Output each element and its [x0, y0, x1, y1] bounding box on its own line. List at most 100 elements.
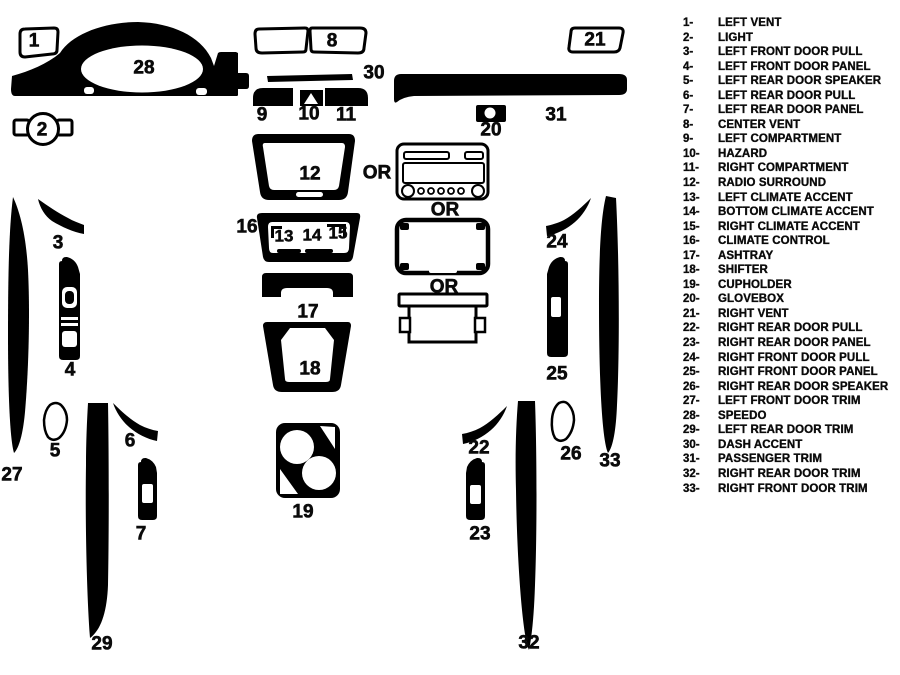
- legend-item-number: 16-: [683, 235, 700, 248]
- legend-item-number: 1-: [683, 17, 694, 29]
- part-label-23: 23: [469, 523, 491, 545]
- part-label-22: 22: [468, 437, 490, 459]
- legend-item: 16-CLIMATE CONTROL: [683, 235, 898, 250]
- legend-item-number: 10-: [683, 147, 700, 160]
- legend-item-number: 2-: [683, 31, 694, 44]
- legend-item-number: 14-: [683, 206, 700, 219]
- legend-item-label: RIGHT FRONT DOOR PANEL: [718, 366, 878, 379]
- legend-item-number: 11-: [683, 162, 699, 175]
- part-12-radio-surround-shape: [252, 134, 355, 200]
- legend-item-label: LEFT COMPARTMENT: [718, 133, 842, 146]
- part-label-27: 27: [1, 464, 23, 486]
- part-label-12: 12: [299, 163, 321, 185]
- legend-item: 33-RIGHT FRONT DOOR TRIM: [683, 482, 898, 498]
- part-2-light-shape: [12, 112, 74, 146]
- legend-item-number: 25-: [683, 366, 700, 379]
- legend-item-number: 28-: [683, 409, 700, 422]
- part-label-6: 6: [124, 430, 136, 452]
- part-label-33: 33: [599, 450, 621, 472]
- legend-item-number: 30-: [683, 438, 700, 451]
- legend-item-label: RIGHT COMPARTMENT: [718, 162, 849, 175]
- part-label-7: 7: [135, 523, 147, 545]
- legend-item-label: RIGHT REAR DOOR TRIM: [718, 467, 861, 480]
- legend-item-number: 26-: [683, 380, 700, 393]
- part-18-shifter-shape: [263, 322, 351, 392]
- part-33-right-front-door-trim-shape: [599, 196, 619, 453]
- legend-item-number: 31-: [683, 453, 700, 466]
- legend-item: 19-CUPHOLDER: [683, 279, 898, 294]
- legend-item-number: 32-: [683, 467, 700, 480]
- legend-item-label: LEFT FRONT DOOR PULL: [718, 46, 863, 59]
- part-31-passenger-trim-shape: [394, 74, 627, 103]
- part-1-left-vent-shape: [18, 26, 60, 59]
- legend-item-label: SPEEDO: [718, 409, 767, 422]
- legend-item: 18-SHIFTER: [683, 264, 898, 279]
- legend-item-label: RIGHT VENT: [718, 307, 789, 320]
- part-label-19: 19: [292, 501, 314, 523]
- legend-item-label: LEFT FRONT DOOR PANEL: [718, 60, 871, 73]
- radio-option-3-shape: [397, 292, 489, 344]
- part-16-climate-control-shape: [256, 213, 361, 262]
- legend-item: 32- RIGHT REAR DOOR TRIM: [683, 468, 898, 483]
- legend-item-label: HAZARD: [718, 147, 768, 160]
- legend-item-label: SHIFTER: [718, 264, 768, 277]
- legend-item-label: CUPHOLDER: [718, 278, 792, 291]
- part-label-1: 1: [28, 30, 40, 52]
- legend-item: 29-LEFT REAR DOOR TRIM: [683, 424, 898, 439]
- legend-item: 1- LEFT VENT: [683, 17, 898, 32]
- legend-item-label: BOTTOM CLIMATE ACCENT: [718, 206, 874, 219]
- legend-item: 3-LEFT FRONT DOOR PULL: [683, 46, 898, 61]
- legend-item-number: 4-: [683, 60, 694, 73]
- legend-item-label: LEFT VENT: [718, 17, 782, 29]
- part-label-30: 30: [363, 62, 385, 84]
- part-label-13: 13: [274, 226, 294, 246]
- part-label-11: 11: [335, 104, 357, 126]
- part-label-25: 25: [546, 363, 568, 385]
- part-label-26: 26: [560, 443, 582, 465]
- legend-item: 7-LEFT REAR DOOR PANEL: [683, 104, 898, 119]
- legend-item-number: 21-: [683, 307, 700, 320]
- legend-item: 13-LEFT CLIMATE ACCENT: [683, 191, 898, 207]
- legend-item: 10- HAZARD: [683, 148, 898, 163]
- legend-item: 20-GLOVEBOX: [683, 293, 898, 308]
- part-label-28: 28: [133, 57, 155, 79]
- legend-item: 15- RIGHT CLIMATE ACCENT: [683, 220, 898, 236]
- part-11-right-compartment-shape: [325, 88, 368, 106]
- part-label-10: 10: [298, 103, 320, 125]
- legend-item: 2-LIGHT: [683, 31, 898, 47]
- legend-item-label: ASHTRAY: [718, 249, 774, 262]
- legend-item: 4- LEFT FRONT DOOR PANEL: [683, 60, 898, 76]
- legend-item: 5-LEFT REAR DOOR SPEAKER: [683, 75, 898, 90]
- part-label-18: 18: [299, 358, 321, 380]
- part-8-center-vent-shape: [253, 26, 368, 55]
- legend-item-number: 5-: [683, 75, 694, 88]
- part-4-left-front-door-panel-shape: [59, 257, 80, 360]
- legend-item-number: 6-: [683, 89, 694, 102]
- part-label-5: 5: [49, 440, 61, 462]
- legend-item-label: RADIO SURROUND: [718, 177, 827, 190]
- or-separator-1: OR: [362, 162, 392, 184]
- part-32-right-rear-door-trim-shape: [515, 401, 537, 650]
- legend-item-number: 33-: [683, 482, 700, 495]
- legend-item: 31- PASSENGER TRIM: [683, 453, 898, 468]
- legend-item-label: RIGHT REAR DOOR PULL: [718, 322, 863, 335]
- legend-item-label: RIGHT CLIMATE ACCENT: [718, 220, 860, 233]
- part-26-right-rear-door-speaker-shape: [550, 400, 576, 442]
- part-22-right-rear-door-pull-shape: [462, 406, 507, 444]
- part-21-right-vent-shape: [567, 26, 625, 54]
- legend-item-label: PASSENGER TRIM: [718, 453, 823, 466]
- legend-item: 14- BOTTOM CLIMATE ACCENT: [683, 206, 898, 221]
- legend-item: 25- RIGHT FRONT DOOR PANEL: [683, 366, 898, 381]
- part-label-16: 16: [236, 216, 258, 238]
- part-label-29: 29: [91, 633, 113, 655]
- or-separator-2: OR: [430, 199, 460, 221]
- legend-item-label: GLOVEBOX: [718, 293, 784, 306]
- legend-item-label: RIGHT REAR DOOR PANEL: [718, 337, 871, 350]
- part-label-24: 24: [546, 231, 568, 253]
- part-label-9: 9: [256, 104, 268, 126]
- legend-item-label: LEFT REAR DOOR PANEL: [718, 104, 864, 117]
- legend-item-number: 15-: [683, 220, 700, 233]
- legend-item-number: 23-: [683, 337, 700, 350]
